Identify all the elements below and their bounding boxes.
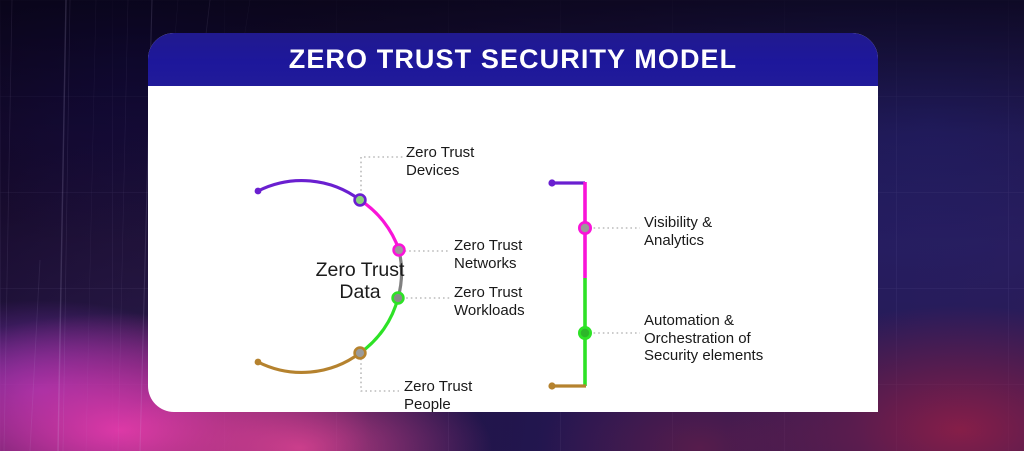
arc-green-segment [358, 296, 400, 355]
arc-magenta-segment [358, 198, 401, 252]
visibility-node[interactable] [577, 220, 592, 235]
networks-label: Zero Trust Networks [454, 237, 523, 272]
diagram-svg [254, 156, 640, 392]
bracket-nodes [577, 220, 592, 340]
workloads-label: Zero Trust Workloads [454, 284, 525, 319]
leader-lines-left [360, 156, 450, 392]
devices-label: Zero Trust Devices [406, 144, 475, 179]
diagram-canvas: Zero Trust Data Zero Trust Devices Zero … [148, 86, 878, 412]
visibility-label: Visibility & Analytics [644, 214, 713, 249]
arc-purple-segment [256, 178, 362, 202]
devices-leader-line [360, 156, 404, 200]
bracket-brown-endpoint [548, 382, 556, 390]
leader-lines-right [589, 227, 640, 334]
page-title: ZERO TRUST SECURITY MODEL [288, 44, 738, 74]
bracket-purple-endpoint [548, 179, 556, 187]
content-card: ZERO TRUST SECURITY MODEL [148, 33, 878, 412]
people-leader-line [360, 354, 399, 392]
people-label: Zero Trust People [404, 378, 473, 412]
automation-node[interactable] [577, 325, 592, 340]
devices-node[interactable] [353, 193, 367, 207]
people-node[interactable] [353, 346, 367, 360]
arc-brown-segment [256, 351, 362, 375]
center-label: Zero Trust Data [315, 259, 405, 303]
arc-purple-endpoint [254, 187, 262, 195]
workloads-node[interactable] [391, 291, 405, 305]
networks-node[interactable] [392, 243, 406, 257]
title-bar: ZERO TRUST SECURITY MODEL [148, 33, 878, 86]
arc-nodes [353, 193, 406, 360]
automation-label: Automation & Orchestration of Security e… [644, 312, 764, 364]
arc-brown-endpoint [254, 358, 262, 366]
